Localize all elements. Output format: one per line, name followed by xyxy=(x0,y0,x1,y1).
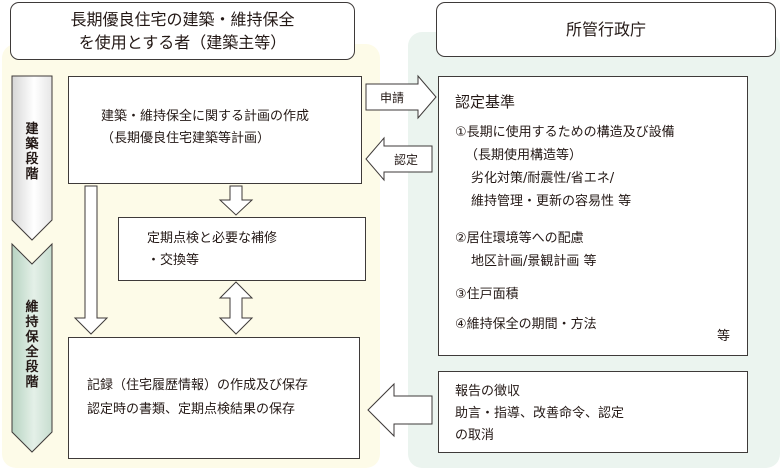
criteria-item1-line4: 維持管理・更新の容易性 等 xyxy=(471,194,632,209)
construction-stage-label: 建 築 段 階 xyxy=(25,122,39,182)
criteria-item1-line2: （長期使用構造等） xyxy=(465,148,583,163)
maintenance-stage-label: 維 持 保 全 段 階 xyxy=(25,300,39,390)
apply-label: 申請 xyxy=(380,91,405,105)
report-box: 報告の徴収 助言・指導、改善命令、認定 の取消 xyxy=(438,371,748,453)
inspection-box: 定期点検と必要な補修 ・交換等 xyxy=(118,217,366,281)
authority-title: 所管行政庁 xyxy=(565,20,646,39)
owner-title-box: 長期優良住宅の建築・維持保全 を使用とする者（建築主等） xyxy=(10,2,355,60)
inspection-record-double-arrow xyxy=(218,281,254,335)
record-line1: 記録（住宅履歴情報）の作成及び保存 xyxy=(87,378,309,393)
report-line1: 報告の徴収 xyxy=(455,384,521,399)
criteria-item1-line3: 劣化対策/耐震性/省エネ/ xyxy=(471,171,615,186)
plan-box: 建築・維持保全に関する計画の作成 （長期優良住宅建築等計画） xyxy=(68,76,362,184)
report-line3: の取消 xyxy=(455,428,495,443)
authority-title-box: 所管行政庁 xyxy=(436,2,776,57)
plan-line1: 建築・維持保全に関する計画の作成 xyxy=(101,109,310,124)
maintenance-stage-chevron xyxy=(11,242,53,453)
criteria-etc: 等 xyxy=(717,329,731,344)
construction-stage-chevron xyxy=(11,75,53,241)
record-box: 記録（住宅履歴情報）の作成及び保存 認定時の書類、定期点検結果の保存 xyxy=(68,337,360,459)
criteria-item2-line1: ②居住環境等への配慮 xyxy=(455,231,584,246)
plan-to-inspection-arrow xyxy=(218,185,254,216)
apply-arrow xyxy=(365,74,437,120)
criteria-item3: ③住戸面積 xyxy=(455,287,519,302)
criteria-box: 認定基準 ①長期に使用するための構造及び設備 （長期使用構造等） 劣化対策/耐震… xyxy=(438,76,748,356)
criteria-item4: ④維持保全の期間・方法 xyxy=(455,317,597,332)
criteria-heading: 認定基準 xyxy=(455,93,516,111)
inspection-line2: ・交換等 xyxy=(147,253,200,268)
certify-label: 認定 xyxy=(394,153,419,167)
inspection-line1: 定期点検と必要な補修 xyxy=(147,231,278,246)
certify-arrow xyxy=(365,136,433,182)
criteria-item1-line1: ①長期に使用するための構造及び設備 xyxy=(455,125,675,140)
criteria-item2-line2: 地区計画/景観計画 等 xyxy=(471,254,597,269)
plan-line2: （長期優良住宅建築等計画） xyxy=(101,131,271,146)
owner-title-line1: 長期優良住宅の建築・維持保全 xyxy=(70,10,295,29)
plan-to-record-arrow xyxy=(73,185,109,335)
record-line2: 認定時の書類、定期点検結果の保存 xyxy=(87,402,296,417)
report-line2: 助言・指導、改善命令、認定 xyxy=(455,406,625,421)
report-arrow xyxy=(367,382,433,438)
owner-title-line2: を使用とする者（建築主等） xyxy=(78,33,287,52)
